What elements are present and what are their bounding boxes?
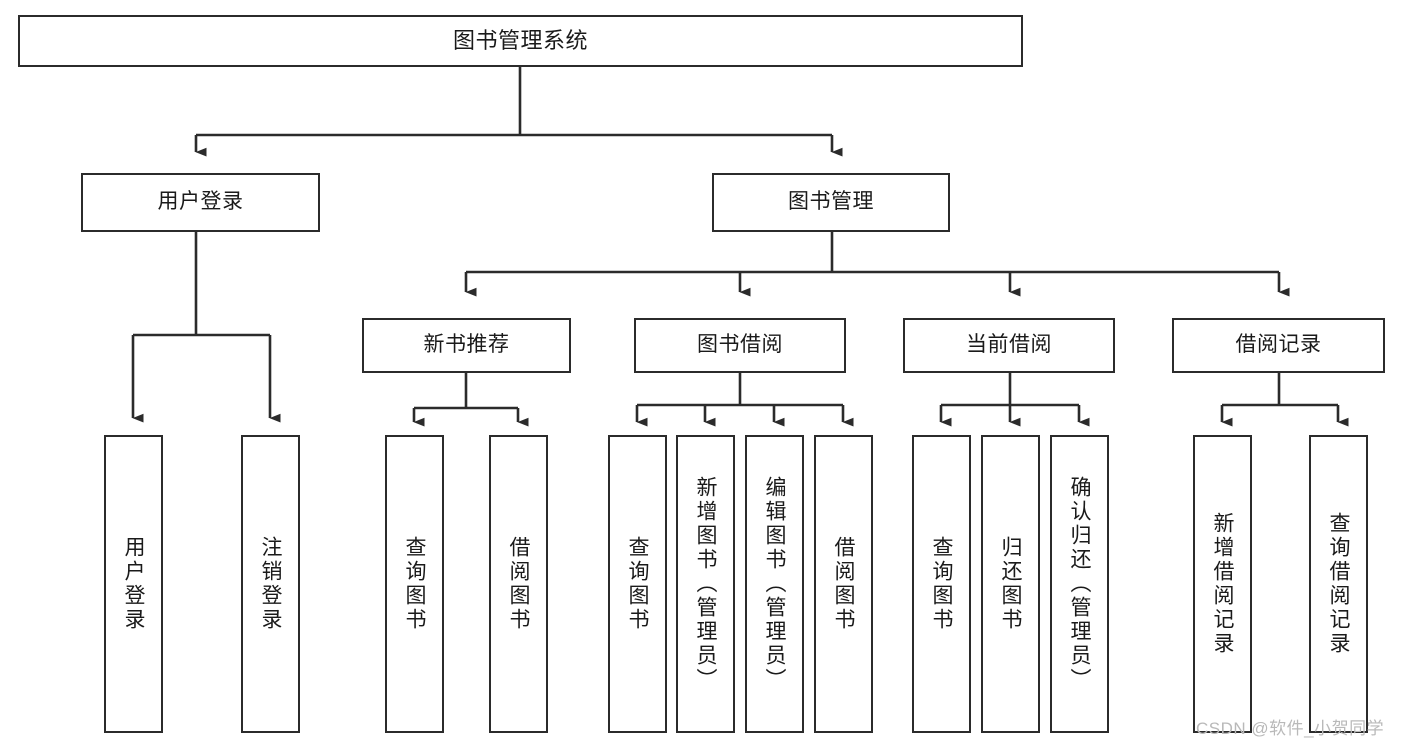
node-book-management-system[interactable]: 图书管理系统	[18, 15, 1023, 67]
node-label: 用户登录	[157, 190, 244, 214]
node-label: 图书借阅	[697, 333, 783, 357]
node-book-borrow[interactable]: 图书借阅	[634, 318, 846, 373]
node-label: 当前借阅	[966, 333, 1052, 357]
leaf-edit-book-admin[interactable]: 编辑图书（管理员）	[745, 435, 804, 733]
node-label: 新书推荐	[423, 333, 510, 357]
node-label: 查询图书	[403, 536, 426, 632]
node-new-book-recommend[interactable]: 新书推荐	[362, 318, 571, 373]
leaf-query-book-recommend[interactable]: 查询图书	[385, 435, 444, 733]
node-label: 借阅图书	[832, 536, 855, 632]
node-label: 图书管理	[788, 190, 874, 214]
node-label: 借阅图书	[507, 536, 530, 632]
leaf-borrow-book[interactable]: 借阅图书	[814, 435, 873, 733]
node-label: 归还图书	[999, 536, 1022, 632]
node-book-management[interactable]: 图书管理	[712, 173, 950, 232]
leaf-user-login[interactable]: 用户登录	[104, 435, 163, 733]
leaf-confirm-return-admin[interactable]: 确认归还（管理员）	[1050, 435, 1109, 733]
node-label: 查询图书	[626, 536, 649, 632]
leaf-add-book-admin[interactable]: 新增图书（管理员）	[676, 435, 735, 733]
leaf-query-book-borrow[interactable]: 查询图书	[608, 435, 667, 733]
node-label: 新增借阅记录	[1211, 512, 1234, 656]
node-current-borrow[interactable]: 当前借阅	[903, 318, 1115, 373]
node-label: 编辑图书（管理员）	[763, 476, 786, 692]
leaf-add-borrow-record[interactable]: 新增借阅记录	[1193, 435, 1252, 733]
node-label: 查询借阅记录	[1327, 512, 1350, 656]
leaf-query-borrow-record[interactable]: 查询借阅记录	[1309, 435, 1368, 733]
node-label: 注销登录	[259, 536, 282, 632]
node-label: 图书管理系统	[452, 28, 588, 54]
leaf-return-book[interactable]: 归还图书	[981, 435, 1040, 733]
csdn-watermark: CSDN @软件_小贺同学	[1196, 719, 1385, 738]
node-label: 借阅记录	[1235, 333, 1322, 357]
node-label: 用户登录	[122, 536, 145, 632]
leaf-query-book-current[interactable]: 查询图书	[912, 435, 971, 733]
leaf-user-logout[interactable]: 注销登录	[241, 435, 300, 733]
leaf-borrow-book-recommend[interactable]: 借阅图书	[489, 435, 548, 733]
node-label: 查询图书	[930, 536, 953, 632]
node-label: 确认归还（管理员）	[1068, 476, 1091, 692]
node-user-login[interactable]: 用户登录	[81, 173, 320, 232]
node-label: 新增图书（管理员）	[694, 476, 717, 692]
node-borrow-record[interactable]: 借阅记录	[1172, 318, 1385, 373]
